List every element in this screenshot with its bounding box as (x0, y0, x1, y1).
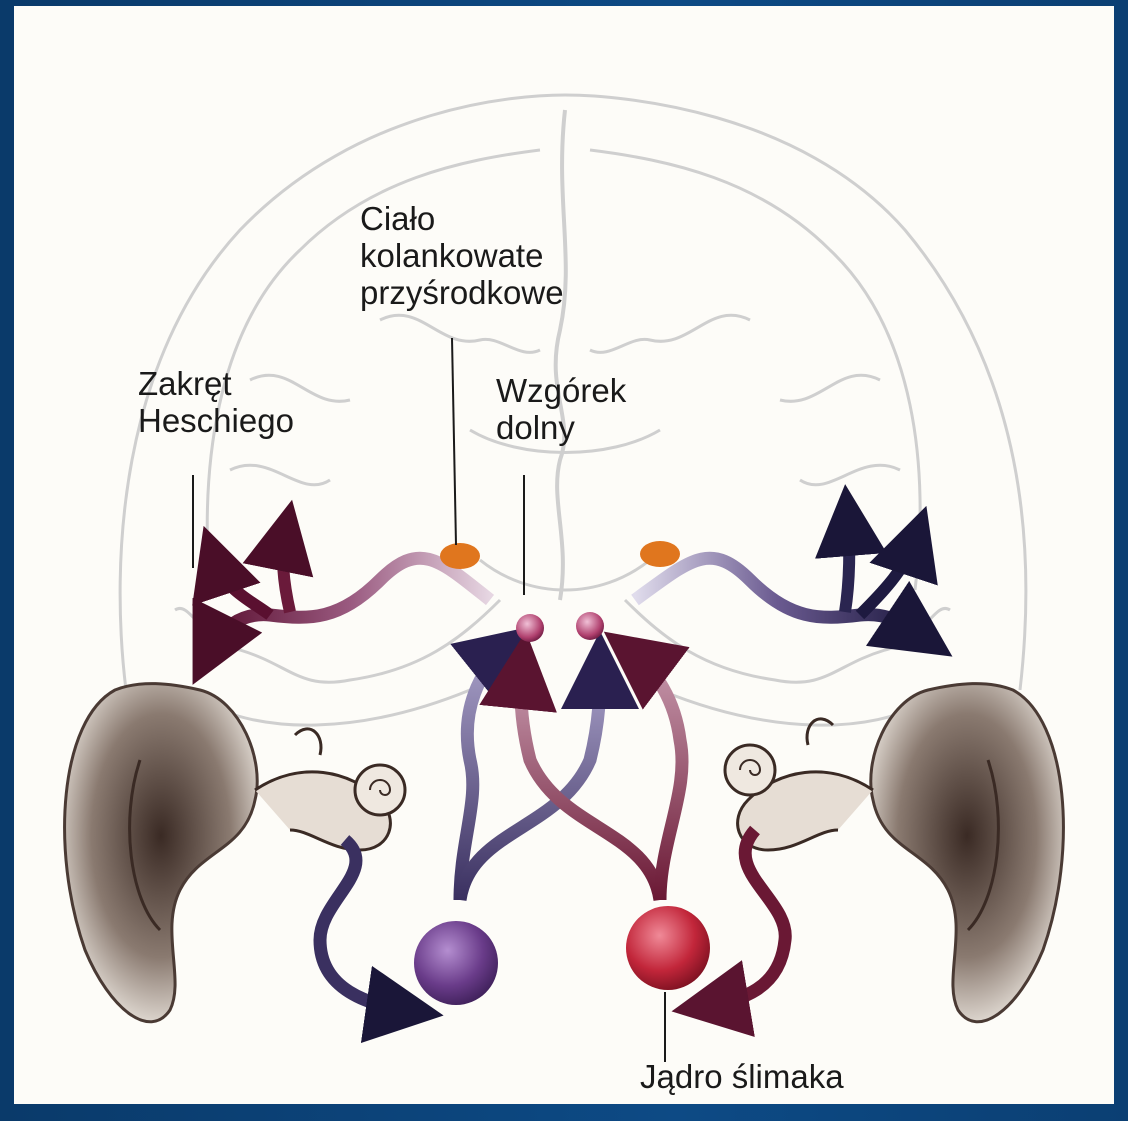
left-radiation-branch-up (215, 560, 270, 615)
right-auditory-nerve-arrow (710, 830, 785, 1005)
right-inferior-colliculus (576, 612, 604, 640)
label-colliculus-line1: Wzgórek (496, 372, 626, 409)
label-cochlear-nucleus: Jądro ślimaka (640, 1058, 844, 1095)
label-mgb-line1: Ciało (360, 200, 564, 237)
label-colliculus-line2: dolny (496, 409, 626, 446)
right-radiation-branch-up (860, 540, 915, 615)
ascending-pathway-right-to-left-colliculus (521, 670, 660, 900)
label-medial-geniculate-body: Ciało kolankowate przyśrodkowe (360, 200, 564, 311)
left-cochlear-nucleus (414, 921, 498, 1005)
label-cochlear-nucleus-text: Jądro ślimaka (640, 1058, 844, 1095)
left-radiation-branch-up2 (283, 535, 290, 612)
left-auditory-nerve-arrow (320, 840, 405, 1010)
label-heschl-line1: Zakręt (138, 365, 294, 402)
right-cochlear-nucleus (626, 906, 710, 990)
leader-line-mgb (452, 338, 456, 545)
left-inferior-colliculus (516, 614, 544, 642)
label-heschl-line2: Heschiego (138, 402, 294, 439)
label-inferior-colliculus: Wzgórek dolny (496, 372, 626, 446)
ascending-pathway-left-to-right-colliculus (460, 670, 600, 900)
right-radiation-branch-up2 (845, 520, 849, 612)
label-mgb-line2: kolankowate (360, 237, 564, 274)
label-heschl-gyrus: Zakręt Heschiego (138, 365, 294, 439)
left-medial-geniculate-body (440, 543, 480, 569)
label-mgb-line3: przyśrodkowe (360, 274, 564, 311)
right-medial-geniculate-body (640, 541, 680, 567)
